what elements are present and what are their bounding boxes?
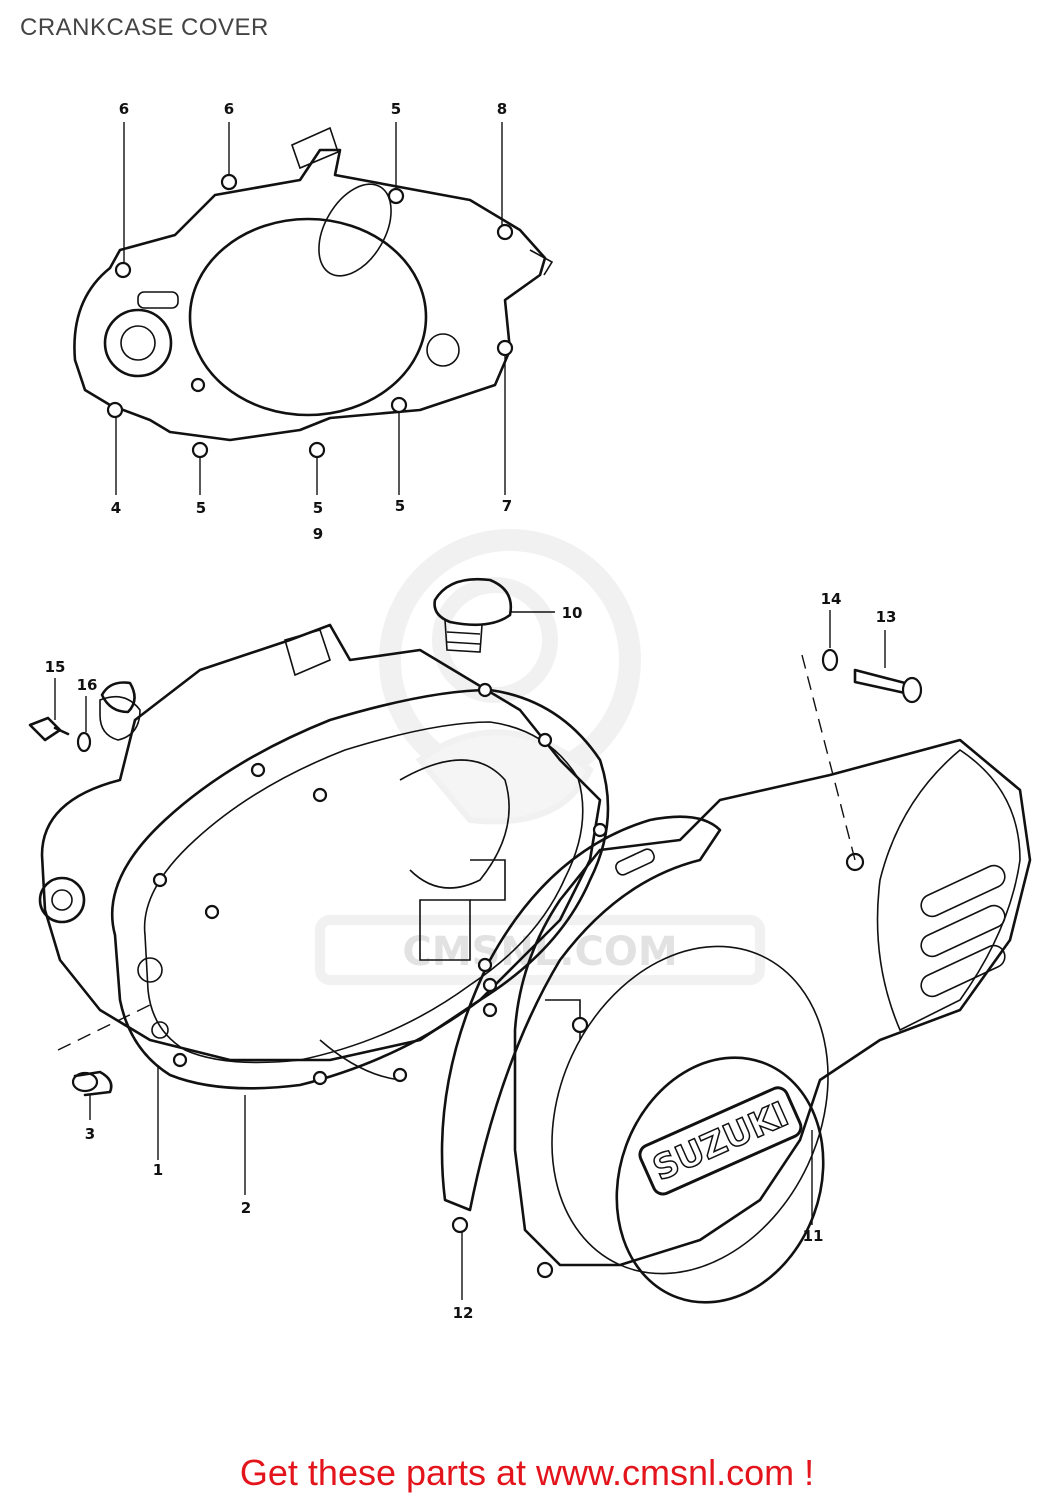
callout-5-top: 5	[391, 100, 401, 118]
parts-shop-link[interactable]: Get these parts at www.cmsnl.com !	[239, 1452, 815, 1493]
callout-6a: 6	[119, 100, 129, 118]
page-title: CRANKCASE COVER	[20, 14, 269, 41]
callout-1: 1	[153, 1161, 163, 1179]
callout-10: 10	[562, 604, 583, 622]
callout-16: 16	[77, 676, 98, 694]
callout-2: 2	[241, 1199, 251, 1217]
plug-cap	[100, 681, 136, 714]
crankcase	[38, 623, 602, 1081]
bolt-13	[853, 668, 923, 704]
washer-14	[821, 648, 839, 672]
generator-cover-gasket	[440, 815, 722, 1234]
callout-13: 13	[876, 608, 897, 626]
callout-3: 3	[85, 1125, 95, 1143]
bolt-15	[28, 716, 70, 742]
callout-6b: 6	[224, 100, 234, 118]
crankcase-cover-top-view	[73, 126, 554, 459]
callout-9: 9	[313, 525, 323, 543]
generator-cover	[513, 738, 1032, 1304]
dowel-pin	[71, 1070, 113, 1097]
callout-11: 11	[803, 1227, 824, 1245]
callout-4: 4	[111, 499, 121, 517]
callout-12: 12	[453, 1304, 474, 1322]
callout-14: 14	[821, 590, 842, 608]
callout-7: 7	[502, 497, 512, 515]
callout-5c: 5	[395, 497, 405, 515]
watermark-logo	[315, 529, 765, 985]
oil-filler-cap	[433, 577, 513, 653]
callouts: 6 6 5 8 4 5 5 9 5 7 10 14 13 15 16 3 1 2…	[45, 100, 897, 1322]
suzuki-logo-emboss: SUZUKI	[638, 1086, 803, 1196]
callout-15: 15	[45, 658, 66, 676]
callout-5b: 5	[313, 499, 323, 517]
crankcase-cover-gasket	[110, 682, 610, 1090]
leader-lines	[54, 122, 886, 1300]
washer-16	[76, 731, 92, 753]
callout-8: 8	[497, 100, 507, 118]
callout-5a: 5	[196, 499, 206, 517]
